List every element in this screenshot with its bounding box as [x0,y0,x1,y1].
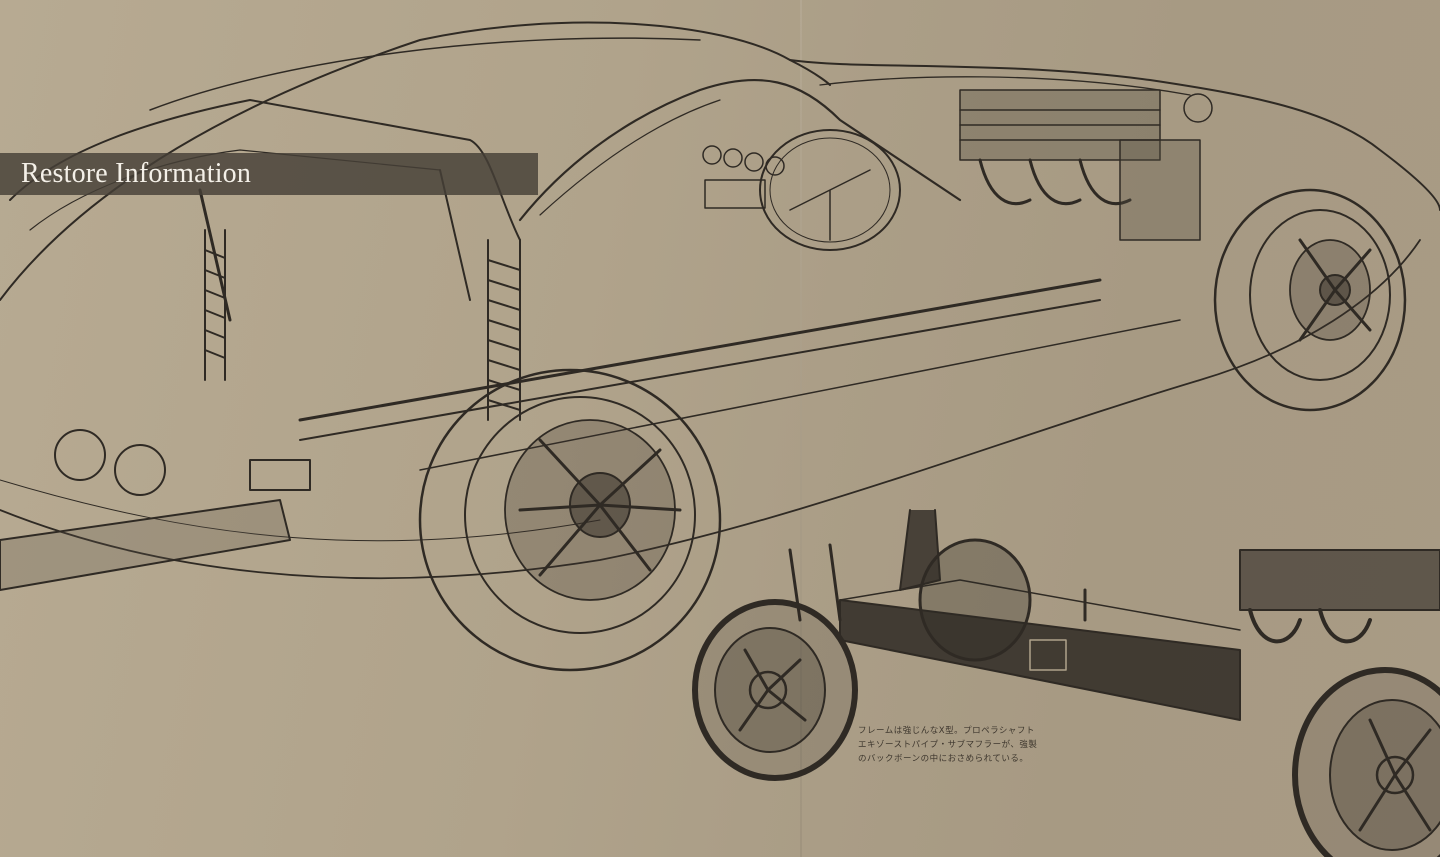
page-title: Restore Information [21,158,252,189]
caption-line: フレームは強じんなX型。プロペラシャフト [858,726,1035,736]
caption-line: のバックボーンの中におさめられている。 [858,754,1029,764]
page-fold-line [800,0,802,857]
title-banner: Restore Information [0,153,538,195]
caption-line: エキゾーストパイプ・サブマフラーが、強製 [858,740,1038,750]
illustration-caption: フレームは強じんなX型。プロペラシャフト エキゾーストパイプ・サブマフラーが、強… [858,724,1098,766]
